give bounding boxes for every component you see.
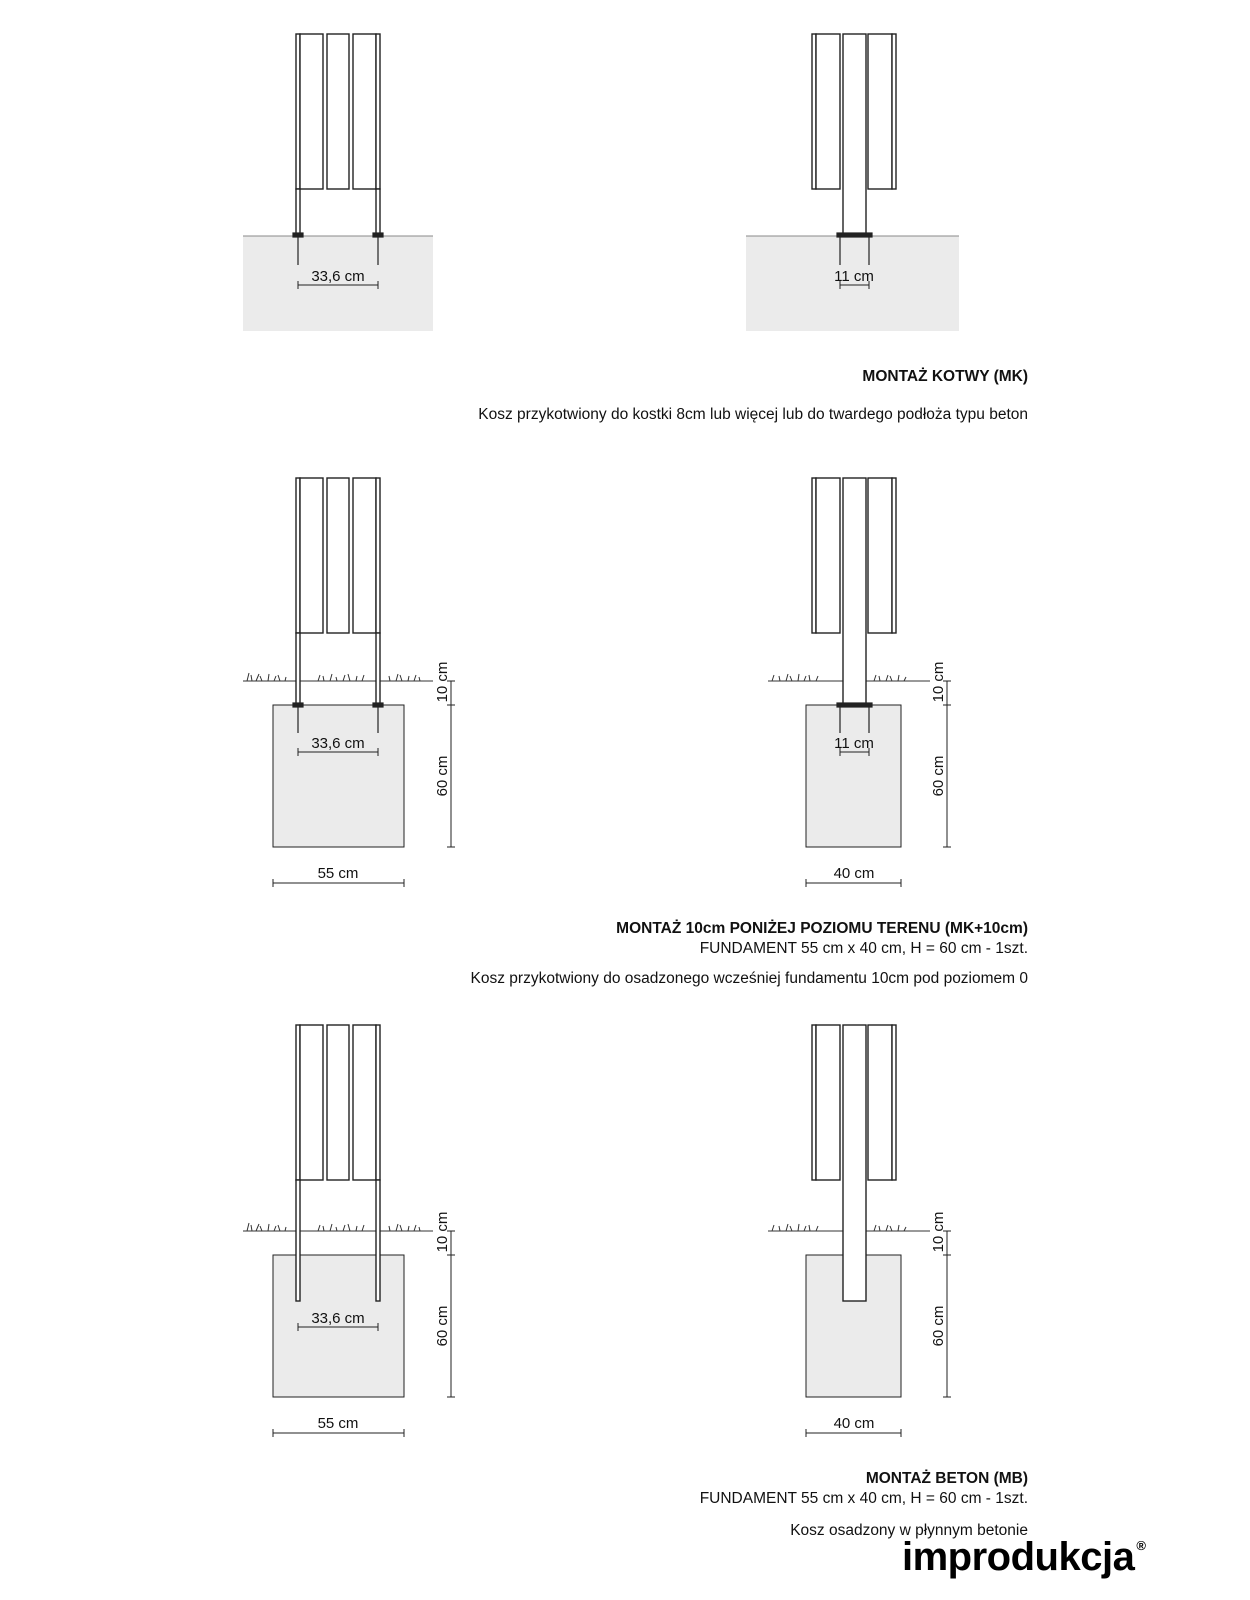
section-mb-text: MONTAŻ BETON (MB) FUNDAMENT 55 cm x 40 c… [700, 1469, 1028, 1541]
section-mk-text: MONTAŻ KOTWY (MK) Kosz przykotwiony do k… [478, 367, 1028, 425]
dimension-lines [272, 680, 455, 887]
foundation [805, 1254, 902, 1398]
basket-front [295, 33, 381, 236]
dimension-line [297, 281, 379, 289]
foundation [805, 704, 902, 848]
height-label: 60 cm [434, 756, 451, 797]
section-description: Kosz przykotwiony do kostki 8cm lub więc… [478, 406, 1028, 423]
foundation [272, 704, 405, 848]
basket-side [811, 33, 897, 237]
section-subtitle: FUNDAMENT 55 cm x 40 cm, H = 60 cm - 1sz… [699, 1490, 1028, 1507]
section-title: MONTAŻ 10cm PONIŻEJ POZIOMU TERENU (MK+1… [616, 920, 1028, 937]
grass-line [243, 672, 433, 682]
diagram-mb-front: 33,6 cm 10 cm 60 cm 55 cm [243, 1024, 455, 1437]
diagram-mk10-side: 11 cm 10 cm 60 cm 40 cm [768, 477, 951, 887]
depth-label: 10 cm [930, 662, 947, 703]
anchor-spacing-label: 11 cm [834, 735, 874, 752]
section-title: MONTAŻ KOTWY (MK) [862, 368, 1028, 385]
anchor-bolts [292, 702, 384, 733]
anchor-spacing-label: 33,6 cm [311, 268, 364, 285]
width-label: 55 cm [318, 1415, 359, 1432]
basket-side [811, 477, 897, 706]
width-label: 55 cm [318, 865, 359, 882]
anchor-bolts [836, 232, 873, 265]
width-label: 40 cm [834, 865, 875, 882]
dimension-lines [272, 1230, 455, 1437]
depth-label: 10 cm [930, 1212, 947, 1253]
basket-front [295, 1024, 381, 1302]
section-description: Kosz osadzony w płynnym betonie [790, 1522, 1028, 1539]
section-subtitle: FUNDAMENT 55 cm x 40 cm, H = 60 cm - 1sz… [699, 940, 1028, 957]
depth-label: 10 cm [434, 1212, 451, 1253]
width-label: 40 cm [834, 1415, 875, 1432]
diagram-mk-front: 33,6 cm [243, 33, 433, 331]
basket-side [811, 1024, 897, 1302]
dimension-line [839, 281, 870, 289]
anchor-bolts [292, 232, 384, 265]
height-label: 60 cm [930, 756, 947, 797]
grass-line [243, 1222, 433, 1232]
anchor-spacing-label: 33,6 cm [311, 735, 364, 752]
anchor-spacing-label: 33,6 cm [311, 1310, 364, 1327]
diagram-mb-side: 10 cm 60 cm 40 cm [768, 1024, 951, 1437]
dimension-lines [805, 680, 951, 887]
registered-mark: ® [1136, 1537, 1146, 1553]
diagram-mk-side: 11 cm [746, 33, 959, 331]
section-mk10-text: MONTAŻ 10cm PONIŻEJ POZIOMU TERENU (MK+1… [471, 919, 1028, 989]
section-title: MONTAŻ BETON (MB) [865, 1470, 1028, 1487]
basket-front [295, 477, 381, 706]
height-label: 60 cm [930, 1306, 947, 1347]
diagram-mk10-front: 33,6 cm 10 cm 60 cm 55 cm [243, 477, 455, 887]
brand-name: improdukcja [902, 1535, 1135, 1579]
ground-area [746, 236, 959, 331]
brand-logo: improdukcja® [902, 1535, 1146, 1580]
section-description: Kosz przykotwiony do osadzonego wcześnie… [470, 970, 1028, 987]
anchor-spacing-label: 11 cm [834, 268, 874, 285]
depth-label: 10 cm [434, 662, 451, 703]
height-label: 60 cm [434, 1306, 451, 1347]
foundation [272, 1254, 405, 1398]
ground-area [243, 236, 433, 331]
anchor-bolts [836, 702, 873, 733]
dimension-lines [805, 1230, 951, 1437]
